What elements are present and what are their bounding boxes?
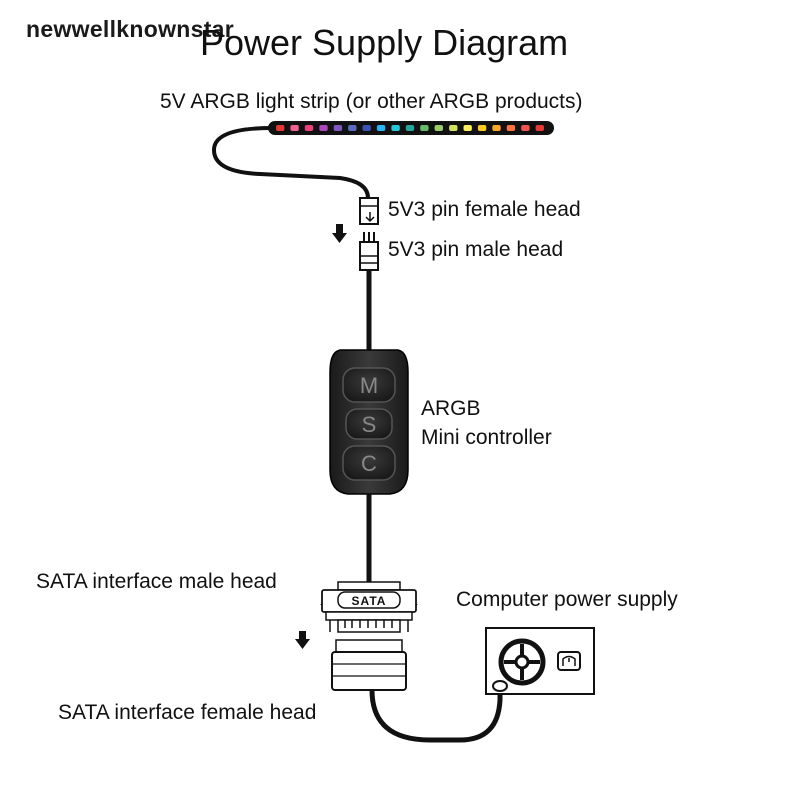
led-segment xyxy=(434,125,443,131)
controller-button-c xyxy=(342,445,396,481)
male-pin-connector xyxy=(359,232,379,271)
button-label-s: S xyxy=(362,412,377,437)
led-segment xyxy=(333,125,343,131)
led-segment xyxy=(463,125,472,131)
sata-male-connector: SATA xyxy=(320,581,418,633)
light-strip-label: 5V ARGB light strip (or other ARGB produ… xyxy=(160,90,583,113)
female-pin-connector xyxy=(359,197,379,225)
led-segment xyxy=(420,125,429,131)
male-pin-label: 5V3 pin male head xyxy=(388,238,564,261)
controller-label-line1: ARGB xyxy=(421,397,481,420)
argb-mini-controller: M S C xyxy=(329,349,409,495)
led-segment xyxy=(492,125,501,131)
sata-male-label: SATA interface male head xyxy=(36,570,277,593)
argb-light-strip xyxy=(268,121,554,135)
led-segment xyxy=(362,125,371,131)
sata-female-label: SATA interface female head xyxy=(58,701,317,724)
controller-button-m xyxy=(342,367,396,403)
arrow-down-icon xyxy=(295,631,310,649)
sata-female-connector xyxy=(331,639,407,691)
led-segment xyxy=(319,125,328,131)
arrow-down-icon xyxy=(332,224,347,243)
strip-cable xyxy=(211,126,370,199)
sata-plate-text: SATA xyxy=(352,594,387,608)
female-pin-label: 5V3 pin female head xyxy=(388,198,581,221)
led-row xyxy=(276,125,544,131)
led-segment xyxy=(477,125,487,131)
led-segment xyxy=(391,125,400,131)
led-segment xyxy=(348,125,357,131)
led-segment xyxy=(521,125,530,131)
power-supply-label: Computer power supply xyxy=(456,588,678,611)
led-segment xyxy=(449,125,458,131)
controller-button-s xyxy=(345,408,393,440)
controller-label-line2: Mini controller xyxy=(421,426,552,449)
led-segment xyxy=(276,125,285,131)
led-segment xyxy=(405,125,415,131)
fan-icon xyxy=(498,638,546,686)
diagram-title: Power Supply Diagram xyxy=(200,22,569,63)
computer-power-supply xyxy=(485,627,595,695)
button-label-m: M xyxy=(360,373,378,398)
led-segment xyxy=(376,125,386,131)
led-segment xyxy=(535,125,544,131)
power-socket-icon xyxy=(557,651,581,671)
led-segment xyxy=(304,125,314,131)
psu-cable xyxy=(369,686,503,743)
led-segment xyxy=(290,125,299,131)
watermark: newwellknownstar xyxy=(26,16,235,42)
led-segment xyxy=(506,125,516,131)
button-label-c: C xyxy=(361,451,377,476)
